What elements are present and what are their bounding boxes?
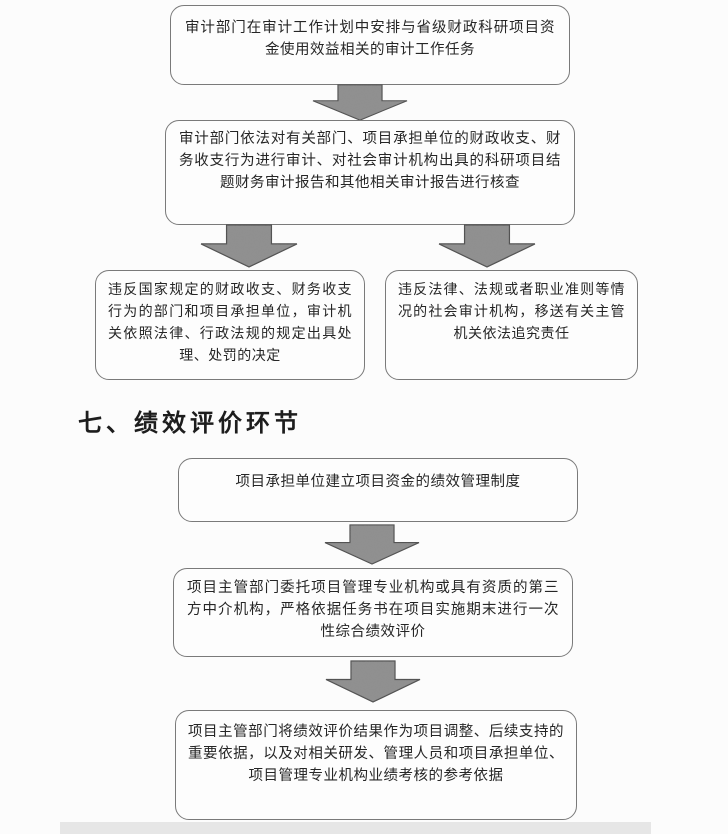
flow-box-audit-verify: 审计部门依法对有关部门、项目承担单位的财政收支、财务收支行为进行审计、对社会审计…: [165, 120, 575, 225]
flow-box-audit-plan-text: 审计部门在审计工作计划中安排与省级财政科研项目资金使用效益相关的审计工作任务: [185, 20, 555, 58]
flow-box-audit-referral-text: 违反法律、法规或者职业准则等情况的社会审计机构，移送有关主管机关依法追究责任: [398, 281, 625, 341]
down-arrow-icon: [310, 84, 410, 121]
page-bottom-strip: [60, 822, 651, 834]
flow-box-performance-system-text: 项目承担单位建立项目资金的绩效管理制度: [235, 474, 521, 490]
down-arrow-icon: [436, 224, 538, 268]
flow-box-performance-result-use: 项目主管部门将绩效评价结果作为项目调整、后续支持的重要依据，以及对相关研发、管理…: [175, 710, 577, 820]
section-heading: 七、绩效评价环节: [78, 410, 302, 437]
flow-box-audit-penalty-text: 违反国家规定的财政收支、财务收支行为的部门和项目承担单位，审计机关依照法律、行政…: [108, 281, 352, 363]
flow-box-audit-verify-text: 审计部门依法对有关部门、项目承担单位的财政收支、财务收支行为进行审计、对社会审计…: [179, 131, 561, 191]
down-arrow-icon: [323, 660, 423, 703]
down-arrow-icon: [322, 524, 422, 565]
flow-box-performance-evaluation: 项目主管部门委托项目管理专业机构或具有资质的第三方中介机构，严格依据任务书在项目…: [173, 568, 573, 657]
flow-box-audit-plan: 审计部门在审计工作计划中安排与省级财政科研项目资金使用效益相关的审计工作任务: [170, 5, 570, 85]
flow-box-audit-penalty: 违反国家规定的财政收支、财务收支行为的部门和项目承担单位，审计机关依照法律、行政…: [95, 270, 365, 380]
flow-box-audit-referral: 违反法律、法规或者职业准则等情况的社会审计机构，移送有关主管机关依法追究责任: [385, 270, 638, 380]
flow-box-performance-system: 项目承担单位建立项目资金的绩效管理制度: [178, 458, 578, 522]
flow-box-performance-result-use-text: 项目主管部门将绩效评价结果作为项目调整、后续支持的重要依据，以及对相关研发、管理…: [188, 724, 564, 784]
down-arrow-icon: [198, 224, 300, 268]
flow-box-performance-evaluation-text: 项目主管部门委托项目管理专业机构或具有资质的第三方中介机构，严格依据任务书在项目…: [187, 580, 559, 640]
